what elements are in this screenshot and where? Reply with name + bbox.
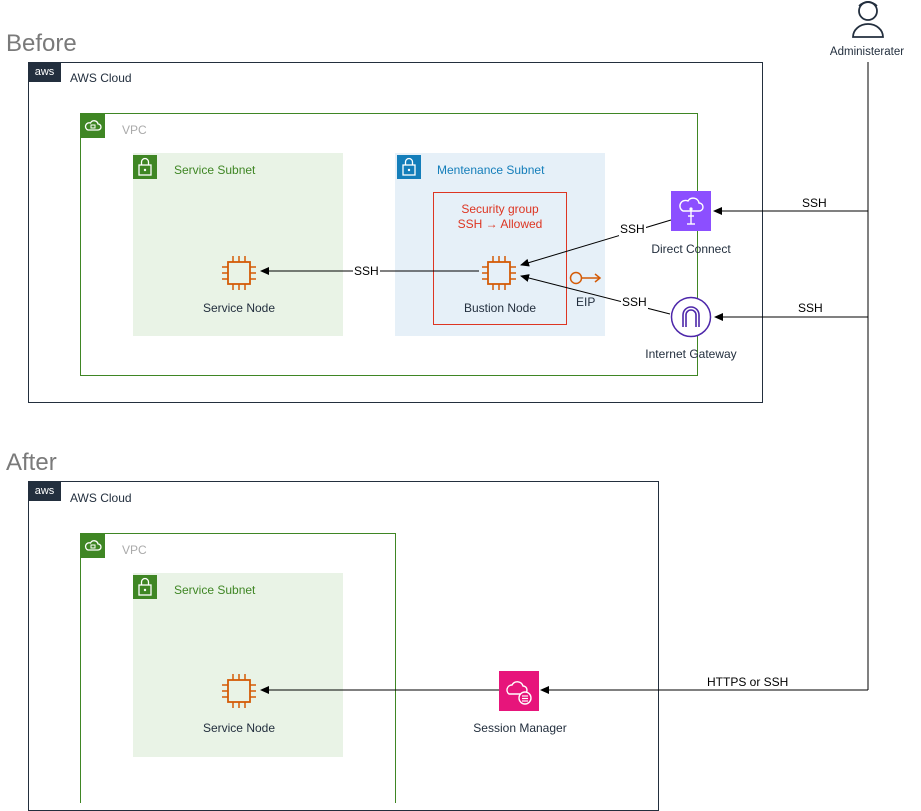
edge-label-dc-to-bastion: SSH bbox=[619, 222, 646, 236]
administrator-label: Administerater bbox=[829, 46, 905, 58]
after-service-subnet-label: Service Subnet bbox=[174, 583, 256, 597]
before-vpc-label: VPC bbox=[122, 123, 147, 137]
before-aws-logo: aws bbox=[28, 62, 61, 82]
edge-label-bastion-to-service: SSH bbox=[353, 264, 380, 278]
after-title: After bbox=[6, 449, 57, 476]
after-service-subnet-lock-icon bbox=[133, 575, 157, 599]
before-maintenance-subnet bbox=[395, 153, 605, 336]
before-service-node-ec2-icon bbox=[219, 253, 259, 293]
before-service-subnet-lock-icon bbox=[133, 155, 157, 179]
session-manager-label: Session Manager bbox=[473, 721, 567, 735]
after-aws-cloud-label: AWS Cloud bbox=[70, 491, 132, 505]
internet-gateway-label: Internet Gateway bbox=[645, 347, 737, 361]
before-service-subnet-label: Service Subnet bbox=[174, 163, 256, 177]
internet-gateway-icon bbox=[670, 296, 712, 338]
after-service-node-label: Service Node bbox=[202, 721, 276, 735]
before-maintenance-subnet-label: Mentenance Subnet bbox=[437, 163, 545, 177]
eip-label: EIP bbox=[576, 295, 596, 309]
before-maintenance-subnet-lock-icon bbox=[397, 155, 421, 179]
edge-label-admin-to-igw: SSH bbox=[798, 301, 823, 315]
after-service-subnet bbox=[133, 573, 343, 757]
before-service-node-label: Service Node bbox=[202, 301, 276, 315]
before-vpc-group bbox=[80, 113, 698, 376]
before-title: Before bbox=[6, 30, 77, 57]
after-vpc-cloud-icon bbox=[81, 534, 105, 558]
edge-direct-connect-to-bastion bbox=[520, 219, 672, 267]
before-bastion-node-ec2-icon bbox=[479, 253, 519, 293]
before-aws-cloud-label: AWS Cloud bbox=[70, 71, 132, 85]
edge-label-admin-to-session-manager: HTTPS or SSH bbox=[707, 675, 789, 689]
administrator-user-icon bbox=[841, 0, 895, 40]
after-vpc-label: VPC bbox=[122, 543, 147, 557]
before-vpc-cloud-icon bbox=[81, 114, 105, 138]
elastic-ip-icon bbox=[569, 270, 603, 286]
before-security-group-line1: Security group bbox=[461, 202, 539, 216]
edge-label-igw-to-bastion: SSH bbox=[621, 295, 648, 309]
before-security-group-line2: SSH → Allowed bbox=[457, 217, 543, 231]
direct-connect-icon bbox=[671, 191, 711, 231]
after-service-node-ec2-icon bbox=[219, 671, 259, 711]
before-security-group bbox=[433, 192, 567, 325]
after-aws-logo: aws bbox=[28, 481, 61, 501]
session-manager-icon bbox=[499, 671, 539, 711]
direct-connect-label: Direct Connect bbox=[651, 242, 731, 256]
edge-label-admin-to-dc: SSH bbox=[802, 196, 827, 210]
before-aws-cloud-group bbox=[28, 62, 763, 403]
after-vpc-group bbox=[80, 533, 396, 803]
before-bastion-node-label: Bustion Node bbox=[463, 301, 537, 315]
before-service-subnet bbox=[133, 153, 343, 336]
